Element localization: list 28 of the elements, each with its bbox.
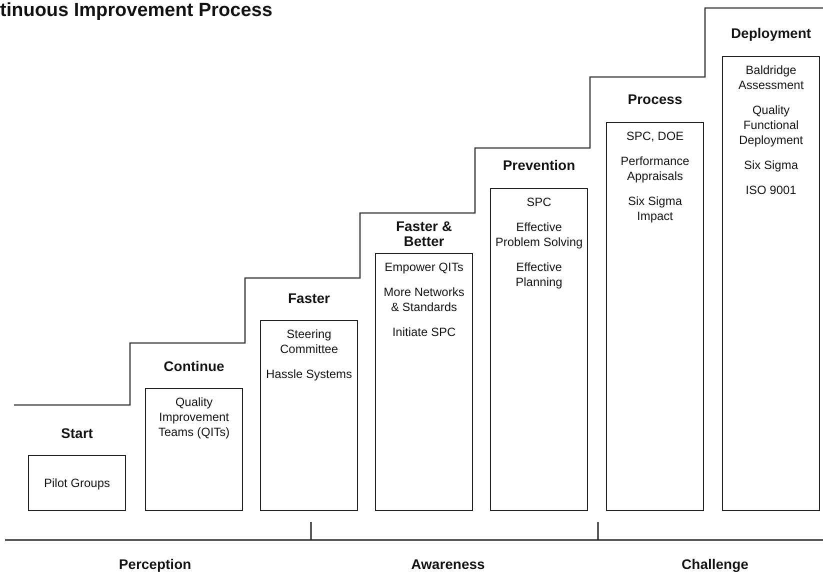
step-item: ISO 9001: [746, 183, 796, 198]
step-item: Six Sigma: [744, 158, 798, 173]
step-item: Baldridge Assessment: [737, 63, 805, 93]
step-item: SPC: [526, 195, 552, 210]
step-heading: Deployment: [730, 26, 812, 41]
step-item: Performance Appraisals: [620, 154, 690, 184]
step-heading: Process: [626, 92, 684, 107]
step-heading: Continue: [162, 359, 226, 374]
step-item: Steering Committee: [278, 327, 339, 357]
step-heading: Faster & Better: [394, 219, 454, 249]
step-item: Effective Problem Solving: [494, 220, 584, 250]
step-item: Quality Improvement Teams (QITs): [157, 395, 231, 440]
step-item: Effective Planning: [514, 260, 564, 290]
diagram-title: tinuous Improvement Process: [0, 0, 272, 22]
step-item: SPC, DOE: [626, 129, 684, 144]
step-heading: Faster: [286, 291, 332, 306]
phase-label: Challenge: [682, 556, 748, 572]
step-item: Empower QITs: [384, 260, 464, 275]
step-item: Quality Functional Deployment: [738, 103, 804, 148]
step-item: Initiate SPC: [392, 325, 456, 340]
step-item: Pilot Groups: [44, 476, 110, 490]
step-heading: Prevention: [502, 158, 576, 173]
phase-label: Perception: [118, 556, 192, 572]
phase-label: Awareness: [411, 556, 485, 572]
step-item: Hassle Systems: [266, 367, 352, 382]
step-heading: Start: [60, 426, 94, 441]
step-item: Six Sigma Impact: [626, 194, 684, 224]
step-item: More Networks & Standards: [382, 285, 466, 315]
